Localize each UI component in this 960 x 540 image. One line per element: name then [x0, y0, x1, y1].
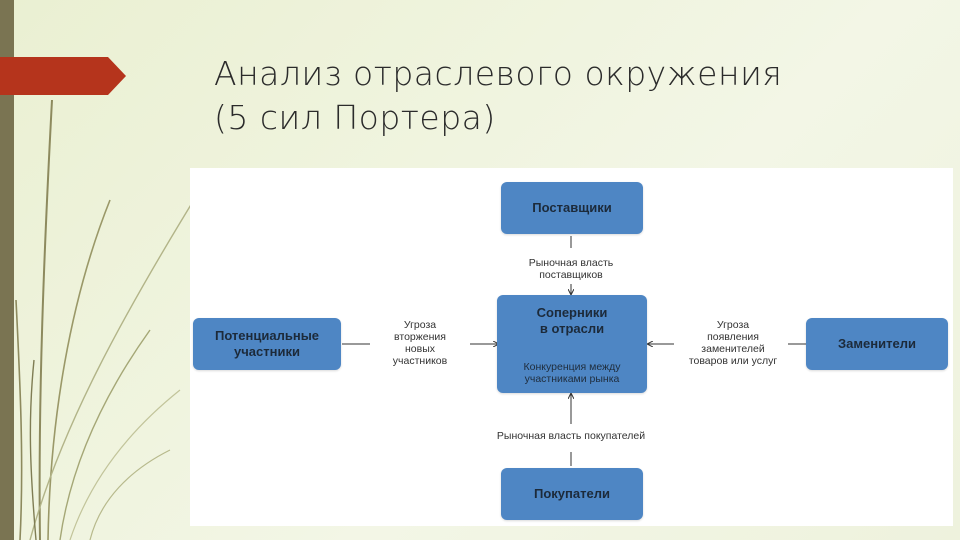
substitute-threat-line4: товаров или услуг	[688, 355, 778, 367]
slide-title: Анализ отраслевого окружения (5 сил Порт…	[214, 52, 914, 140]
slide-title-line2: (5 сил Портера)	[214, 98, 496, 137]
buyers-box: Покупатели	[501, 468, 643, 520]
rivals-label-line1: Соперники	[536, 305, 608, 320]
entry-threat-line4: участников	[392, 355, 448, 367]
supplier-power-line2: поставщиков	[539, 269, 603, 281]
potential-entrants-box: Потенциальные участники	[193, 318, 341, 370]
rivals-box: Соперники в отрасли Конкуренция между уч…	[497, 295, 647, 393]
rivals-sublabel: Конкуренция между участниками рынка	[497, 361, 647, 385]
entry-threat-line3: новых	[404, 343, 435, 355]
supplier-power-label: Рыночная власть поставщиков	[490, 257, 652, 281]
title-accent-tab	[0, 57, 126, 95]
substitutes-label: Заменители	[838, 336, 916, 351]
entry-threat-line2: вторжения	[394, 331, 446, 343]
supplier-power-line1: Рыночная власть	[528, 257, 614, 269]
entry-threat-label: Угроза вторжения новых участников	[370, 319, 470, 367]
rivals-sub-line1: Конкуренция между	[523, 361, 621, 373]
rivals-label-line2: в отрасли	[539, 321, 605, 336]
substitute-threat-line1: Угроза	[716, 319, 750, 331]
buyers-label: Покупатели	[534, 486, 610, 501]
entrants-label-line2: участники	[234, 344, 300, 359]
slide-title-line1: Анализ отраслевого окружения	[214, 54, 783, 93]
substitute-threat-line2: появления	[707, 331, 759, 343]
entry-threat-line1: Угроза	[403, 319, 437, 331]
entrants-label-line1: Потенциальные	[214, 328, 320, 343]
porter-diagram-panel: Поставщики Рыночная власть поставщиков С…	[190, 168, 953, 526]
buyer-power-label: Рыночная власть покупателей	[496, 430, 646, 442]
suppliers-label: Поставщики	[532, 200, 612, 215]
substitute-threat-label: Угроза появления заменителей товаров или…	[668, 319, 798, 367]
rivals-sub-line2: участниками рынка	[524, 373, 620, 385]
substitutes-box: Заменители	[806, 318, 948, 370]
grass-decoration	[15, 99, 201, 540]
left-accent-bar	[0, 0, 14, 540]
substitute-threat-line3: заменителей	[701, 343, 765, 355]
suppliers-box: Поставщики	[501, 182, 643, 234]
